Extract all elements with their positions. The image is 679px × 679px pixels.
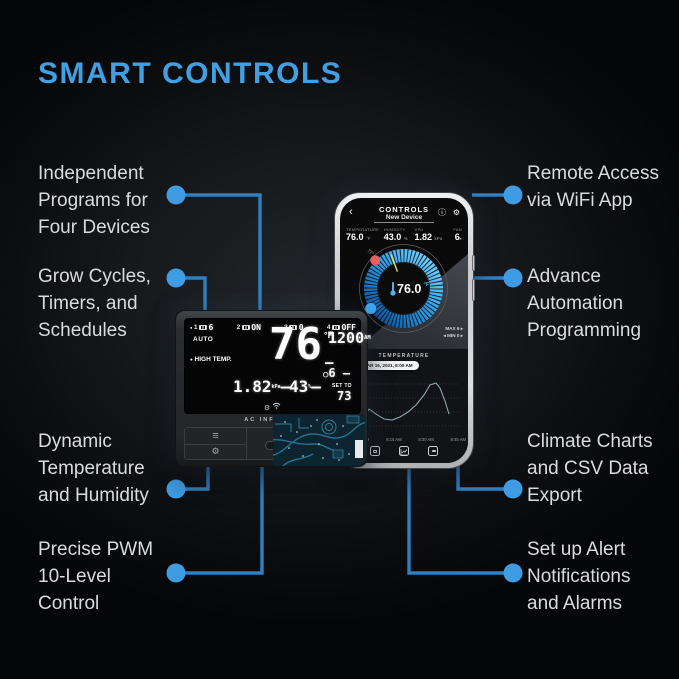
clock: 1200AM [328,329,371,347]
stat-fan: FAN 6▸ [453,227,462,242]
connector-dot [503,479,523,499]
connector-line-dynamic-temp [176,462,210,491]
connector-line-independent-programs [176,193,262,316]
x-axis-labels: 8:00 AM 8:15 AM 8:30 AM 8:45 AM [354,437,466,442]
temperature-chart[interactable] [352,374,460,436]
stat-temperature: TEMPERATURE 76.0 °F [346,227,380,242]
app-title: CONTROLS [378,205,430,214]
circuit-board-cutaway [273,414,365,466]
gear-icon: ⚙ [263,405,271,412]
app-header: ‹ CONTROLS New Device ⓘ ⚙ [340,201,468,225]
feature-dynamic-temperature: Dynamic Temperature and Humidity [38,431,149,506]
fan-speed: ○6 – [323,366,351,380]
phone-power-button[interactable] [472,255,475,271]
devices-icon[interactable] [369,446,380,456]
dial-outer-ring [359,244,448,333]
chevron-left-icon: ◂ [443,332,446,338]
page-title: SMART CONTROLS [38,57,343,90]
chart-tooltip: MAR 16, 2021, 8:00 AM [357,361,419,370]
level-bar-icon [289,325,298,330]
chart-icon[interactable] [398,446,409,456]
feature-climate-charts: Climate Charts and CSV Data Export [527,431,653,506]
level-bar-icon [241,325,250,330]
temperature-dial[interactable]: 77° 65° 76.0 °F [357,242,450,335]
feature-advance-automation: Advance Automation Programming [527,266,642,341]
level-bar-icon [332,325,341,330]
connector-dot [503,563,523,583]
dial-needle [390,254,399,272]
menu-button[interactable]: ≡ [185,428,247,444]
mode-indicator: AUTO [193,336,214,343]
connector-dot [166,479,186,499]
gear-icon[interactable]: ⚙ [452,208,460,217]
info-icon[interactable]: ⓘ [438,208,446,217]
stat-vpd: VPD 1.82 kPa [414,227,443,242]
connector-line-alerts [407,462,513,575]
settings-panel-icon[interactable] [428,446,439,456]
high-temp-alert: ● HIGH TEMP. [190,356,232,363]
connector-line-precise-pwm [176,462,264,575]
active-dot-icon: ● [190,325,193,330]
temperature-unit: °F [324,330,334,340]
connector-dot [166,268,186,288]
alert-dot-icon: ● [190,357,193,362]
set-to-label: SET TO [332,383,352,389]
feature-precise-pwm: Precise PWM 10-Level Control [38,539,154,614]
brand-label: AC INFINITY [244,417,299,423]
settings-button[interactable]: ⚙ [185,443,247,459]
set-to-value: 73 [337,389,352,403]
gear-icon: ⚙ [211,446,220,457]
high-trigger-marker[interactable] [370,255,381,266]
feature-independent-programs: Independent Programs for Four Devices [38,163,150,238]
phone-volume-button[interactable] [472,279,475,301]
feature-alert-notifications: Set up Alert Notifications and Alarms [527,539,631,614]
vpd-reading: 1.82kPa– [233,377,291,396]
feature-grow-cycles: Grow Cycles, Timers, and Schedules [38,266,151,341]
menu-icon: ≡ [212,429,219,442]
header-divider [374,222,434,223]
connector-dot [503,185,523,205]
device-name: New Device [385,214,423,221]
temperature-reading: 76 [269,319,322,370]
dash-icon: – [325,355,334,371]
wifi-icon [272,402,281,409]
low-trigger-marker[interactable] [365,303,377,314]
high-marker-label: 77° [366,248,375,256]
dial-value: 76.0 [397,282,421,296]
connector-dot [503,268,523,288]
pcb-chip [355,440,363,458]
chevron-right-icon: ▸ [460,332,463,338]
connector-line-climate-charts [456,462,513,491]
stats-row: TEMPERATURE 76.0 °F HUMIDITY 43.0 % VPD … [346,227,465,242]
connector-dot [166,563,186,583]
level-bar-icon [199,325,208,330]
connector-line-grow-cycles [176,276,207,316]
feature-remote-access: Remote Access via WiFi App [527,163,659,211]
dial-face [377,262,430,315]
back-chevron-icon[interactable]: ‹ [349,206,353,218]
max-min-settings[interactable]: MAX 6 ▸ ◂ MIN 0 ▸ [443,326,463,338]
bottom-toolbar [340,446,468,456]
stat-humidity: HUMIDITY 43.0 % [383,227,408,242]
fan-circle-icon: ○ [323,370,329,380]
lcd-status-icons: ⚙ [185,402,360,412]
chevron-right-icon: ▸ [459,236,462,241]
dial-tick-marks [364,249,443,328]
chevron-right-icon: ▸ [460,326,463,331]
chart-title: TEMPERATURE [378,353,430,359]
connector-dot [166,185,186,205]
humidity-reading: 43%– [289,377,321,396]
dial-unit: °F [424,282,429,288]
